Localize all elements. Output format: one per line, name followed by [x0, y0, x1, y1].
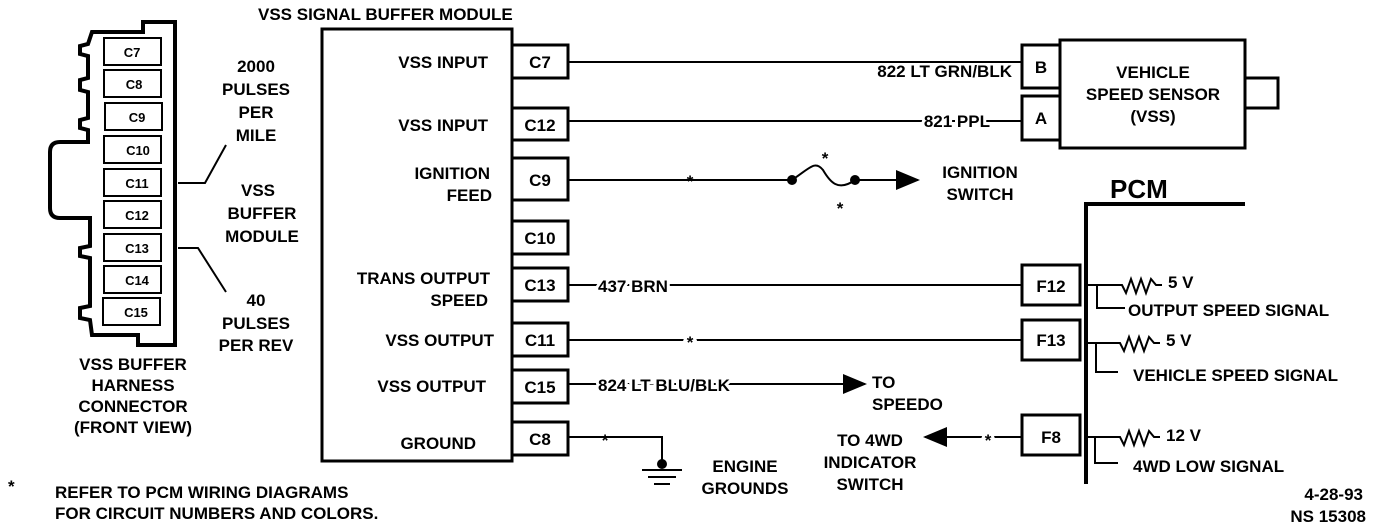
diagram-label: C9 [529, 171, 551, 190]
diagram-label: F8 [1041, 428, 1061, 447]
buffer-module [320, 27, 514, 463]
harness-pin: C9 [129, 110, 146, 125]
diagram-label: C15 [524, 378, 555, 397]
diagram-label: 2000 [237, 57, 275, 76]
diagram-label: C7 [529, 53, 551, 72]
diagram-label: A [1035, 109, 1047, 128]
diagram-label: SWITCH [836, 475, 903, 494]
diagram-label: IGNITION [414, 164, 490, 183]
diagram-label: * [687, 172, 694, 191]
wire-label-c13: 437 BRN [598, 277, 668, 296]
diagram-label: (FRONT VIEW) [74, 418, 192, 437]
module-pins: C7 C12 C9 C10 C13 C11 C15 C8 [510, 43, 570, 457]
diagram-label: F12 [1036, 277, 1065, 296]
diagram-label: MILE [236, 126, 277, 145]
harness-pin: C15 [124, 305, 148, 320]
diagram-label: 5 V [1166, 331, 1192, 350]
harness-pin: C13 [125, 241, 149, 256]
diagram-label: VSS OUTPUT [377, 377, 486, 396]
engine-grounds-label: ENGINE [712, 457, 777, 476]
diagram-label: GROUNDS [702, 479, 789, 498]
pcm: PCM F12 F13 F8 5 V OUTPUT SPEED SIGNAL 5… [1020, 174, 1338, 484]
harness-pin: C14 [125, 273, 150, 288]
diagram-label: PULSES [222, 314, 290, 333]
diagram-label: SWITCH [946, 185, 1013, 204]
diagram-label: C11 [525, 331, 555, 350]
vehicle-speed-sensor: B A VEHICLE SPEED SENSOR (VSS) [1020, 38, 1280, 150]
module-pin-labels: VSS INPUT VSS INPUT IGNITION FEED TRANS … [357, 53, 495, 453]
diagram-label: TRANS OUTPUT [357, 269, 491, 288]
diagram-label: OUTPUT SPEED SIGNAL [1128, 301, 1329, 320]
diagram-label: PULSES [222, 80, 290, 99]
pcm-title: PCM [1110, 174, 1168, 204]
ignition-switch-label: IGNITION [942, 163, 1018, 182]
diagram-label: 40 [247, 291, 266, 310]
diagram-label: 4WD LOW SIGNAL [1133, 457, 1284, 476]
indicator-label: TO 4WD [837, 431, 903, 450]
module-title: VSS SIGNAL BUFFER MODULE [258, 5, 513, 24]
resistor-icon [1088, 428, 1160, 464]
diagram-label: NS 15308 [1290, 507, 1366, 526]
diagram-label: VEHICLE [1116, 63, 1190, 82]
harness-pins: C7 C8 C9 C10 C11 C12 C13 C14 C15 [102, 37, 163, 326]
speedo-label: TO [872, 373, 895, 392]
diagram-label: C13 [524, 276, 555, 295]
diagram-label: SPEEDO [872, 395, 943, 414]
diagram-label: C10 [524, 229, 555, 248]
diagram-label: (VSS) [1130, 107, 1175, 126]
diagram-label: INDICATOR [824, 453, 917, 472]
diagram-label: MODULE [225, 227, 299, 246]
wire-label-c12: 821 PPL [924, 112, 990, 131]
drawing-stamp: 4-28-93 NS 15308 [1290, 485, 1366, 526]
diagram-label: FOR CIRCUIT NUMBERS AND COLORS. [55, 504, 378, 523]
ground-icon [642, 459, 682, 485]
diagram-label: F13 [1036, 331, 1065, 350]
diagram-label: * [822, 149, 829, 168]
diagram-label: BUFFER [228, 204, 297, 223]
wires: 822 LT GRN/BLK 821 PPL * * * IGNITION SW… [568, 61, 1022, 498]
diagram-label: FEED [447, 186, 492, 205]
diagram-label: * [8, 477, 15, 496]
harness-pin: C8 [126, 77, 143, 92]
harness-pin: C10 [126, 143, 150, 158]
wire-label-c15: 824 LT BLU/BLK [598, 376, 731, 395]
diagram-label: VSS INPUT [398, 53, 488, 72]
diagram-label: CONNECTOR [78, 397, 187, 416]
diagram-label: 4-28-93 [1304, 485, 1363, 504]
diagram-label: C12 [524, 116, 555, 135]
diagram-label: 5 V [1168, 273, 1194, 292]
footnote: * REFER TO PCM WIRING DIAGRAMS FOR CIRCU… [8, 477, 378, 523]
diagram-label: VSS OUTPUT [385, 331, 494, 350]
diagram-label: 12 V [1166, 426, 1202, 445]
wire-label-c7: 822 LT GRN/BLK [877, 62, 1012, 81]
harness-pin: C11 [125, 176, 148, 191]
diagram-label: C8 [529, 430, 551, 449]
harness-notes: 2000 PULSES PER MILE VSS BUFFER MODULE 4… [74, 57, 299, 437]
diagram-label: * [837, 199, 844, 218]
diagram-label: SPEED [430, 291, 488, 310]
diagram-label: REFER TO PCM WIRING DIAGRAMS [55, 483, 348, 502]
resistor-icon [1088, 276, 1162, 309]
diagram-label: HARNESS [91, 376, 174, 395]
diagram-label: VSS [241, 181, 275, 200]
diagram-label: * [985, 431, 992, 450]
diagram-label: VEHICLE SPEED SIGNAL [1133, 366, 1338, 385]
diagram-label: PER REV [219, 336, 294, 355]
diagram-label: GROUND [400, 434, 476, 453]
diagram-label: VSS INPUT [398, 116, 488, 135]
diagram-label: * [687, 333, 694, 352]
harness-connector: C7 C8 C9 C10 C11 C12 C13 C14 C15 [48, 20, 227, 347]
harness-pin: C7 [124, 45, 141, 60]
harness-pin: C12 [125, 208, 149, 223]
diagram-label: * [602, 431, 609, 450]
diagram-label: SPEED SENSOR [1086, 85, 1220, 104]
resistor-icon [1088, 334, 1160, 373]
diagram-label: PER [239, 103, 274, 122]
diagram-label: B [1035, 58, 1047, 77]
harness-caption: VSS BUFFER [79, 355, 187, 374]
